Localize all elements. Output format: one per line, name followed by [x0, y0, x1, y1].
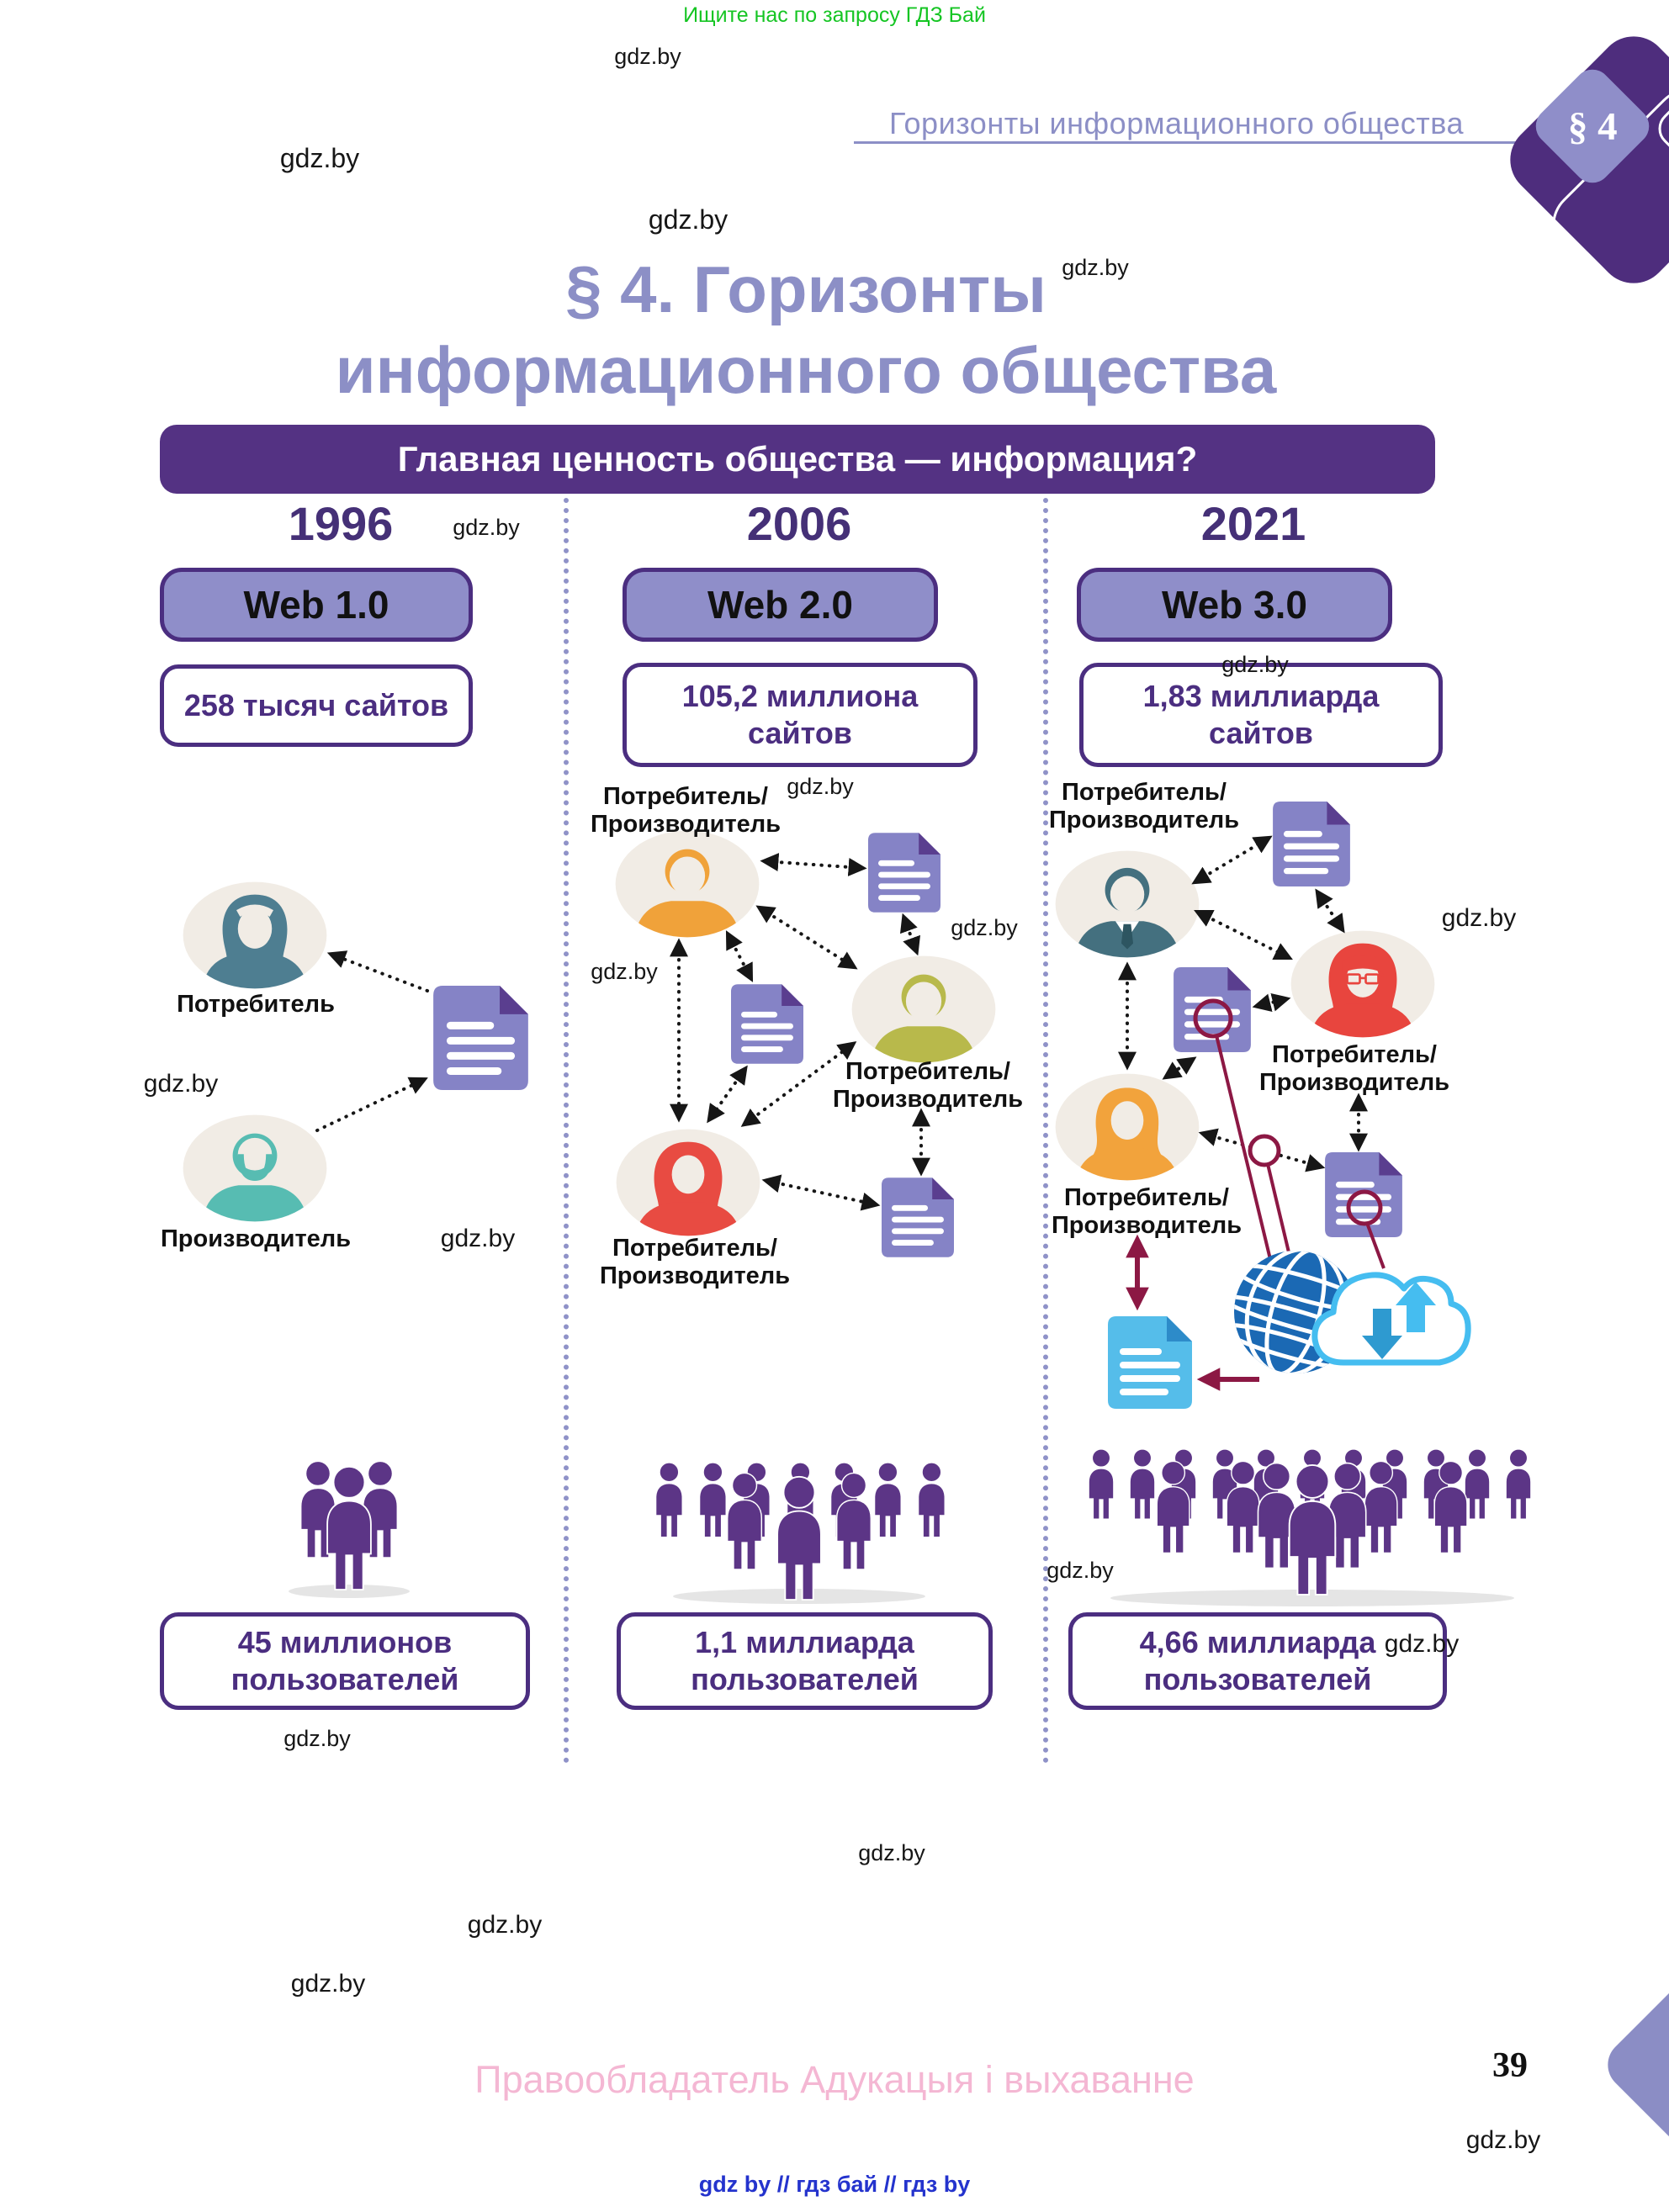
consumer-avatar	[183, 882, 327, 991]
watermark: gdz.by	[290, 1970, 366, 1998]
prosumer-avatar	[617, 1130, 760, 1238]
watermark: gdz.by	[1062, 255, 1129, 280]
web2-badge: Web 2.0	[623, 568, 938, 642]
column-divider	[564, 498, 569, 1764]
watermark: gdz.by	[591, 959, 658, 984]
watermark: gdz.by	[1441, 904, 1517, 932]
role-label-prosumer: Потребитель/Производитель	[590, 783, 782, 838]
role-label-consumer: Потребитель	[177, 991, 335, 1018]
footer-links[interactable]: gdz by // гдз бай // гдз by	[698, 2172, 971, 2197]
watermark: gdz.by	[1465, 2126, 1541, 2154]
watermark: gdz.by	[143, 1070, 219, 1098]
document-icon	[731, 984, 803, 1064]
watermark: gdz.by	[283, 1726, 351, 1751]
year-2006: 2006	[746, 497, 852, 550]
web2-network-diagram	[572, 774, 1043, 1257]
web3-badge: Web 3.0	[1077, 568, 1392, 642]
watermark: gdz.by	[648, 204, 729, 235]
watermark: gdz.by	[614, 44, 681, 69]
document-icon	[1174, 967, 1251, 1052]
prosumer-avatar	[616, 831, 760, 939]
watermark: gdz.by	[279, 143, 360, 173]
sites-count-box: 258 тысяч сайтов	[160, 664, 473, 747]
running-header: Горизонты информационного общества	[888, 106, 1464, 140]
year-1996: 1996	[288, 497, 394, 550]
role-label-producer: Производитель	[160, 1225, 352, 1252]
role-label-prosumer: Потребитель/Производитель	[1051, 1184, 1242, 1239]
semantic-link-lines	[1193, 998, 1386, 1278]
web1-network-diagram	[97, 774, 528, 1497]
header-rule	[854, 141, 1525, 144]
web1-badge: Web 1.0	[160, 568, 473, 642]
watermark: gdz.by	[440, 1225, 516, 1252]
year-2021: 2021	[1200, 497, 1306, 550]
role-label-prosumer: Потребитель/Производитель	[599, 1235, 791, 1289]
document-icon	[1273, 802, 1350, 886]
web3-network-diagram	[1047, 802, 1471, 1409]
prosumer-avatar	[852, 956, 996, 1065]
watermark: gdz.by	[858, 1840, 925, 1865]
role-label-prosumer: Потребитель/Производитель	[1258, 1041, 1450, 1096]
page-title: § 4. Горизонты информационного общества	[335, 252, 1277, 407]
producer-avatar	[183, 1115, 327, 1224]
prosumer-avatar	[1056, 1074, 1200, 1183]
crowd-icon-small	[289, 1460, 410, 1598]
prosumer-avatar	[1291, 931, 1435, 1040]
role-label-prosumer: Потребитель/Производитель	[832, 1058, 1024, 1113]
page-number: 39	[1492, 2046, 1528, 2085]
watermark: gdz.by	[1384, 1630, 1460, 1658]
corner-decoration	[1597, 1975, 1669, 2155]
watermark: gdz.by	[787, 774, 854, 799]
document-icon	[433, 986, 528, 1090]
watermark: gdz.by	[467, 1911, 543, 1939]
watermark: gdz.by	[453, 515, 520, 540]
document-icon	[868, 833, 940, 913]
document-icon	[882, 1177, 954, 1257]
crowd-icon-medium	[655, 1462, 946, 1604]
banner-question: Главная ценность общества — информация?	[160, 425, 1435, 494]
role-label-prosumer: Потребитель/Производитель	[1048, 779, 1240, 833]
document-icon-blue	[1108, 1316, 1192, 1409]
watermark: gdz.by	[1046, 1558, 1114, 1583]
watermark: gdz.by	[951, 915, 1018, 940]
promo-banner: Ищите нас по запросу ГДЗ Бай	[683, 3, 986, 27]
prosumer-avatar	[1056, 851, 1200, 960]
copyright-notice: Правообладатель Адукацыя і выхаванне	[474, 2058, 1195, 2101]
crowd-icon-large	[1088, 1448, 1532, 1606]
cloud-sync-icon	[1311, 1272, 1471, 1366]
column-divider	[1043, 498, 1048, 1764]
watermark: gdz.by	[1221, 652, 1289, 677]
